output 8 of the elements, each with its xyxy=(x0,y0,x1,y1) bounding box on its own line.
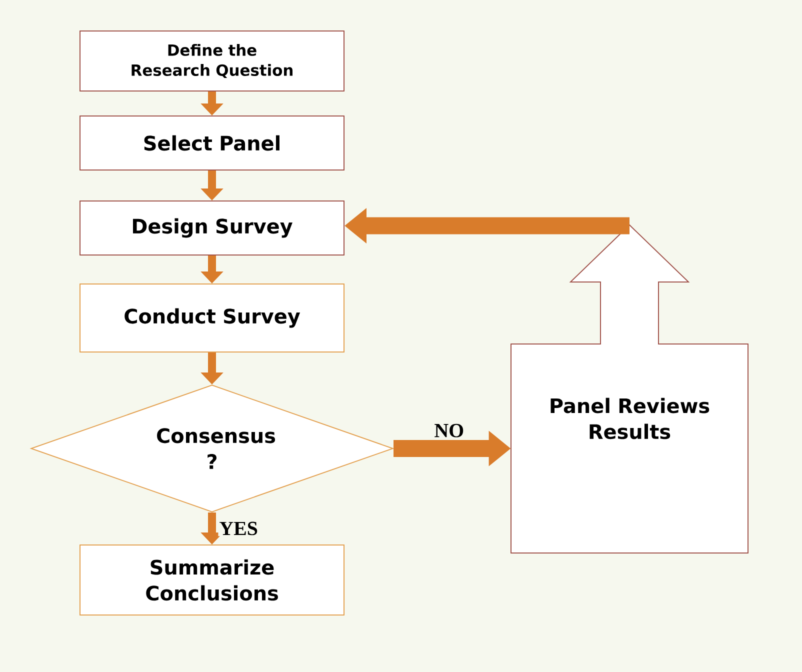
process-box: Select Panel xyxy=(80,116,344,170)
process-box: Design Survey xyxy=(80,200,344,256)
process-box: Define the Research Question xyxy=(80,30,344,92)
process-box: Conduct Survey xyxy=(80,284,344,352)
edge-label: YES xyxy=(218,520,259,536)
edge-label: NO xyxy=(433,422,466,438)
callout-box: Panel Reviews Results xyxy=(510,224,748,554)
process-box: Summarize Conclusions xyxy=(80,544,344,616)
